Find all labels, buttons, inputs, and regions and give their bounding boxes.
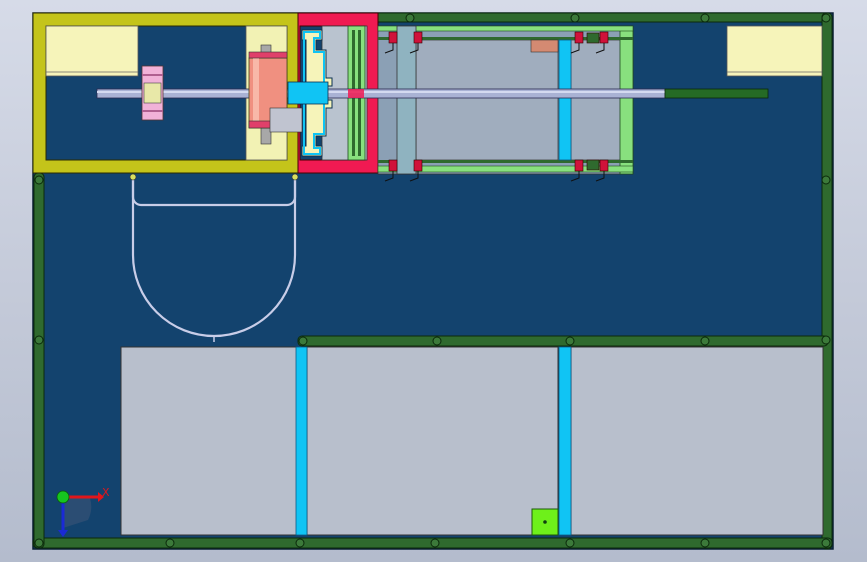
grey-panel-middle[interactable] <box>306 346 559 536</box>
clamps[interactable] <box>388 31 609 172</box>
carriage-crossbar[interactable] <box>396 25 417 175</box>
flange-coupling[interactable] <box>287 29 333 157</box>
lower-panels[interactable] <box>120 346 824 536</box>
cyan-bar-left[interactable] <box>295 346 308 536</box>
main-shaft[interactable] <box>96 88 769 99</box>
green-carriage[interactable] <box>321 25 634 175</box>
grey-panel-left[interactable] <box>120 346 298 536</box>
light-yellow-pad-right[interactable] <box>726 25 823 77</box>
salmon-pad[interactable] <box>530 39 559 53</box>
drum-assembly[interactable] <box>248 44 303 145</box>
pink-roller[interactable] <box>141 65 164 121</box>
frame-tube-left[interactable] <box>33 172 45 549</box>
triad-x-label: X <box>102 486 110 499</box>
grey-panel-right[interactable] <box>570 346 824 536</box>
frame-tube-middle[interactable] <box>297 335 829 347</box>
triad-y-axis <box>56 490 70 504</box>
dark-green-rod[interactable] <box>664 88 769 99</box>
outer-frame[interactable] <box>32 12 833 550</box>
coordinate-triad: X <box>56 486 110 537</box>
frame-tube-right[interactable] <box>821 12 833 550</box>
cyan-bar-right[interactable] <box>558 346 572 536</box>
light-yellow-pad-left[interactable] <box>45 25 139 77</box>
carriage-cyan-bar[interactable] <box>558 39 572 161</box>
